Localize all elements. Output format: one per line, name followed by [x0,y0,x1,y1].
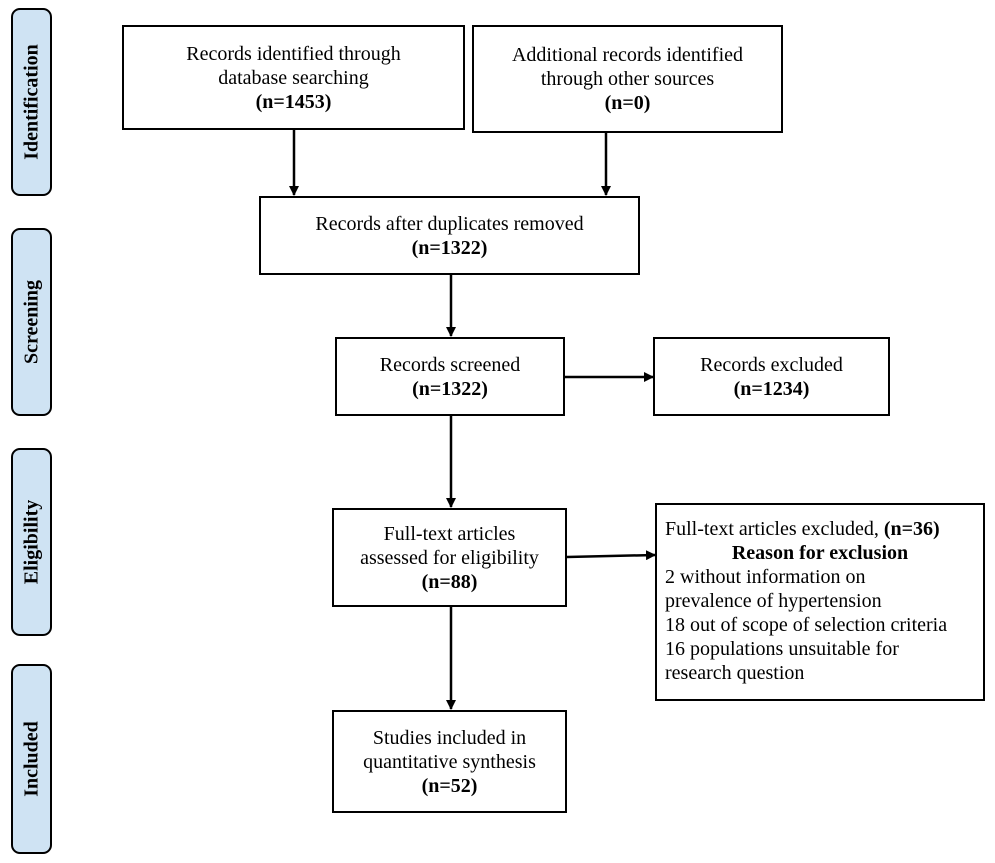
studies-included-line1: Studies included in [372,726,527,749]
database-records-count: (n=1453) [255,90,332,113]
duplicates-removed-count: (n=1322) [411,236,488,259]
box-records-screened: Records screened (n=1322) [335,337,565,416]
records-excluded-line1: Records excluded [700,353,843,376]
box-records-excluded: Records excluded (n=1234) [653,337,890,416]
exclusion-reason-item: 16 populations unsuitable for [665,638,899,660]
box-studies-included: Studies included in quantitative synthes… [332,710,567,813]
exclusion-reason-item: 2 without information on [665,566,866,588]
box-database-records: Records identified through database sear… [122,25,465,130]
records-excluded-count: (n=1234) [733,377,810,400]
phase-identification: Identification [11,8,52,196]
phase-included: Included [11,664,52,854]
fulltext-assessed-count: (n=88) [421,570,478,593]
phase-eligibility: Eligibility [11,448,52,636]
other-sources-line1: Additional records identified [511,44,744,66]
other-sources-count: (n=0) [604,92,651,114]
box-fulltext-excluded: Full-text articles excluded, (n=36) Reas… [655,503,985,701]
fulltext-assessed-line2: assessed for eligibility [360,546,539,569]
records-screened-count: (n=1322) [412,377,488,400]
fulltext-excluded-title: Full-text articles excluded, (n=36) [665,517,975,541]
fulltext-excluded-title-text: Full-text articles excluded, [665,518,884,540]
arrow-fulltext-to-fulltext-excluded [566,550,656,561]
exclusion-reason-heading: Reason for exclusion [731,542,909,564]
fulltext-assessed-line1: Full-text articles [383,522,516,545]
duplicates-removed-line1: Records after duplicates removed [315,212,584,235]
box-fulltext-assessed: Full-text articles assessed for eligibil… [332,508,567,607]
fulltext-excluded-count: (n=36) [883,518,940,540]
database-records-line2: database searching [218,66,369,89]
exclusion-reason-item: prevalence of hypertension [665,590,882,612]
other-sources-line2: through other sources [540,68,715,90]
database-records-line1: Records identified through [186,42,401,65]
studies-included-line2: quantitative synthesis [363,750,536,773]
exclusion-reason-item: research question [665,662,805,684]
box-duplicates-removed: Records after duplicates removed (n=1322… [259,196,640,275]
phase-screening: Screening [11,228,52,416]
studies-included-count: (n=52) [421,774,478,797]
exclusion-reason-item: 18 out of scope of selection criteria [665,614,948,636]
records-screened-line1: Records screened [379,353,521,376]
box-other-sources: Additional records identified through ot… [472,25,783,133]
